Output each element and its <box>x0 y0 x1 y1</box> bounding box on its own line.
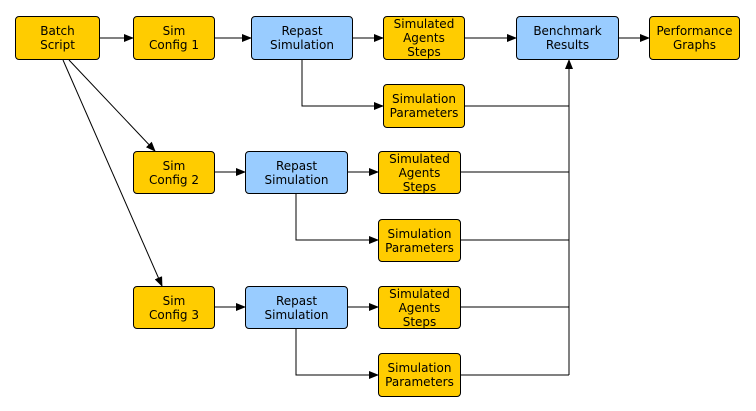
node-simulation-parameters-2: Simulation Parameters <box>378 219 461 262</box>
node-simulated-agents-steps-2: Simulated Agents Steps <box>378 151 461 194</box>
node-repast-simulation-3: Repast Simulation <box>245 286 348 329</box>
edge-batch-cfg2 <box>68 59 156 152</box>
node-sim-config-3: Sim Config 3 <box>133 286 215 329</box>
edge-sim3-params3 <box>295 329 379 379</box>
node-batch-script: Batch Script <box>15 16 100 60</box>
node-sim-config-2: Sim Config 2 <box>133 151 215 194</box>
node-repast-simulation-2: Repast Simulation <box>245 151 348 194</box>
node-repast-simulation-1: Repast Simulation <box>251 16 353 60</box>
edge-sim1-params1 <box>301 60 384 110</box>
edge-sim2-params2 <box>295 194 379 244</box>
edge-batch-cfg3 <box>62 59 163 287</box>
node-benchmark-results: Benchmark Results <box>516 16 619 60</box>
node-simulated-agents-steps-3: Simulated Agents Steps <box>378 286 461 329</box>
node-performance-graphs: Performance Graphs <box>649 16 740 60</box>
node-sim-config-1: Sim Config 1 <box>133 16 215 60</box>
node-simulation-parameters-1: Simulation Parameters <box>383 84 465 128</box>
node-simulation-parameters-3: Simulation Parameters <box>378 353 461 397</box>
node-simulated-agents-steps-1: Simulated Agents Steps <box>383 16 465 60</box>
